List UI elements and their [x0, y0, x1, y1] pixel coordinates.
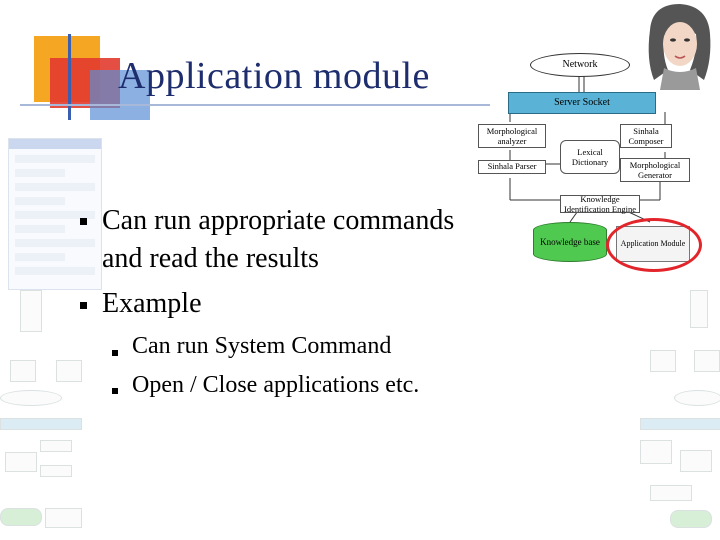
sub-bullet-marker — [112, 350, 118, 356]
bullet-text: and read the results — [102, 243, 319, 274]
background-screenshot — [8, 138, 102, 290]
morphological-generator-box: Morphological Generator — [620, 158, 690, 182]
bullet-marker — [80, 218, 87, 225]
decor-square-blue — [90, 70, 150, 120]
sub-bullet-text: Open / Close applications etc. — [132, 372, 420, 398]
application-module-highlight-circle — [606, 218, 702, 272]
bullet-text: Can run appropriate commands — [102, 205, 455, 236]
sub-bullet-marker — [112, 388, 118, 394]
bullet-marker — [80, 302, 87, 309]
knowledge-identification-engine-box: Knowledge Identification Engine — [560, 194, 640, 214]
sinhala-parser-box: Sinhala Parser — [478, 160, 546, 174]
knowledge-base-cylinder: Knowledge base — [533, 222, 607, 262]
presenter-avatar — [648, 4, 711, 90]
sub-bullet-text: Can run System Command — [132, 333, 392, 359]
bullet-text: Example — [102, 288, 202, 319]
decor-vertical-line — [68, 34, 71, 120]
lexical-dictionary-box: Lexical Dictionary — [560, 140, 620, 174]
server-socket-box: Server Socket — [508, 92, 656, 114]
sinhala-composer-box: Sinhala Composer — [620, 124, 672, 148]
network-cloud: Network — [530, 53, 630, 77]
background-network-diagram-right — [620, 290, 720, 540]
background-network-diagram-left — [0, 290, 100, 540]
morphological-analyzer-box: Morphological analyzer — [478, 124, 546, 148]
slide-title: Application module — [118, 55, 430, 97]
decor-horizontal-line — [20, 104, 490, 106]
